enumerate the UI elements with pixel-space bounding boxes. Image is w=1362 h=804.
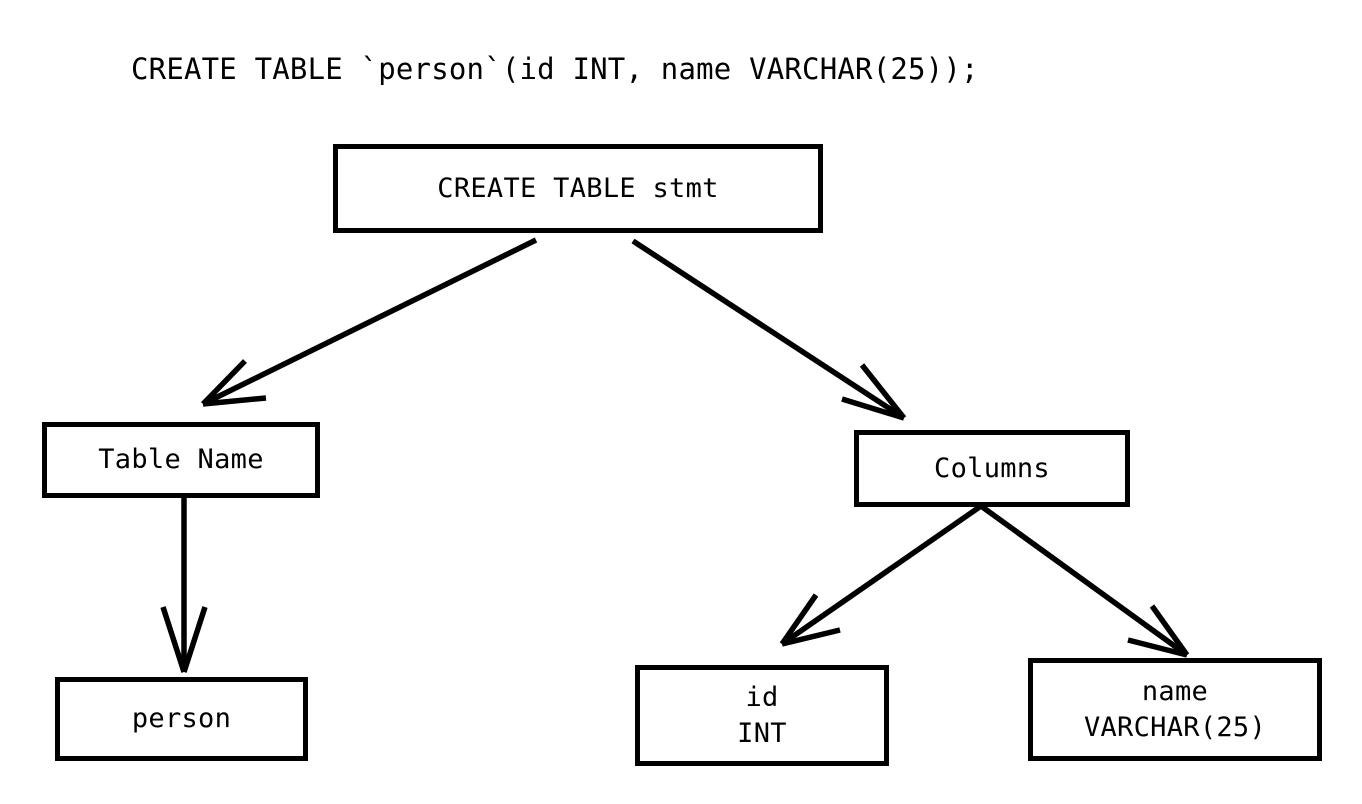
node-table-name[interactable]: Table Name <box>42 422 320 498</box>
node-column-type-label: VARCHAR(25) <box>1083 711 1267 743</box>
edge-columns-to-column-name <box>979 503 1190 658</box>
node-column-name-label: name <box>1141 675 1209 707</box>
node-column-id[interactable]: id INT <box>635 665 889 766</box>
edge-root-to-table-name <box>201 237 538 407</box>
node-label: CREATE TABLE stmt <box>437 172 719 204</box>
node-person[interactable]: person <box>55 677 308 761</box>
edge-root-to-columns <box>631 238 907 421</box>
node-label: Table Name <box>98 444 264 475</box>
edge-table-name-to-person <box>160 497 208 673</box>
node-label: person <box>131 703 232 734</box>
node-label: Columns <box>934 452 1050 484</box>
sql-statement-caption: CREATE TABLE `person`(id INT, name VARCH… <box>131 52 979 86</box>
node-columns[interactable]: Columns <box>854 430 1130 507</box>
edge-columns-to-column-id <box>779 503 983 647</box>
node-column-name[interactable]: name VARCHAR(25) <box>1028 658 1322 761</box>
node-column-type-label: INT <box>737 717 787 749</box>
node-column-name-label: id <box>745 681 779 713</box>
node-create-table-stmt[interactable]: CREATE TABLE stmt <box>333 144 823 233</box>
